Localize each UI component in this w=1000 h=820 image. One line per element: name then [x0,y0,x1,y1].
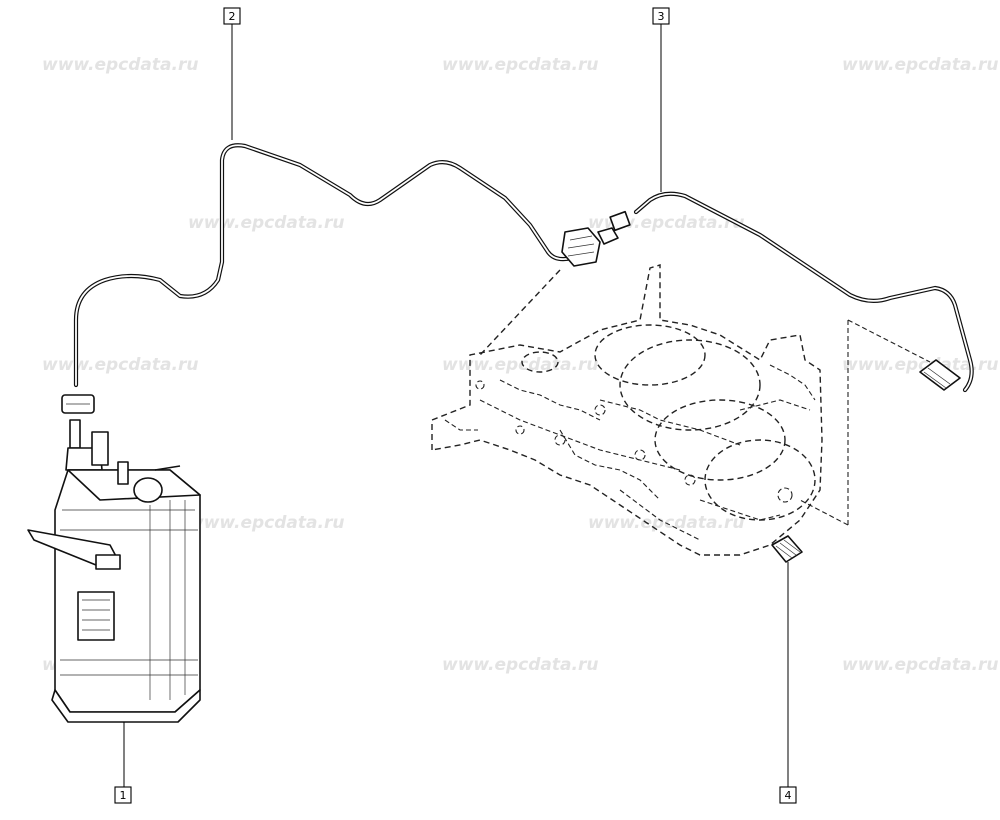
callout-1: 1 [114,722,132,804]
watermark-text: www.epcdata.ru [442,655,598,675]
watermark-text: www.epcdata.ru [442,55,598,75]
callout-label: 1 [120,789,127,802]
hose-sleeve-part-4 [771,535,803,563]
pipe-connector [561,210,631,267]
watermark-text: www.epcdata.ru [42,55,198,75]
watermark-text: www.epcdata.ru [42,355,198,375]
callout-4: 4 [779,562,797,804]
pipe-end-sleeve [919,359,961,391]
callout-label: 4 [785,789,792,802]
watermark-text: www.epcdata.ru [188,513,344,533]
watermark-text: www.epcdata.ru [188,213,344,233]
watermark-text: www.epcdata.ru [442,355,598,375]
charcoal-canister [27,394,201,723]
watermark-text: www.epcdata.ru [842,655,998,675]
callout-2: 2 [223,7,241,140]
callout-3: 3 [652,7,670,192]
callout-label: 3 [658,10,665,23]
watermark-text: www.epcdata.ru [842,55,998,75]
intake-manifold-outline [431,264,931,556]
watermark-text: www.epcdata.ru [842,355,998,375]
vapor-pipe [73,143,974,393]
callout-label: 2 [229,10,236,23]
